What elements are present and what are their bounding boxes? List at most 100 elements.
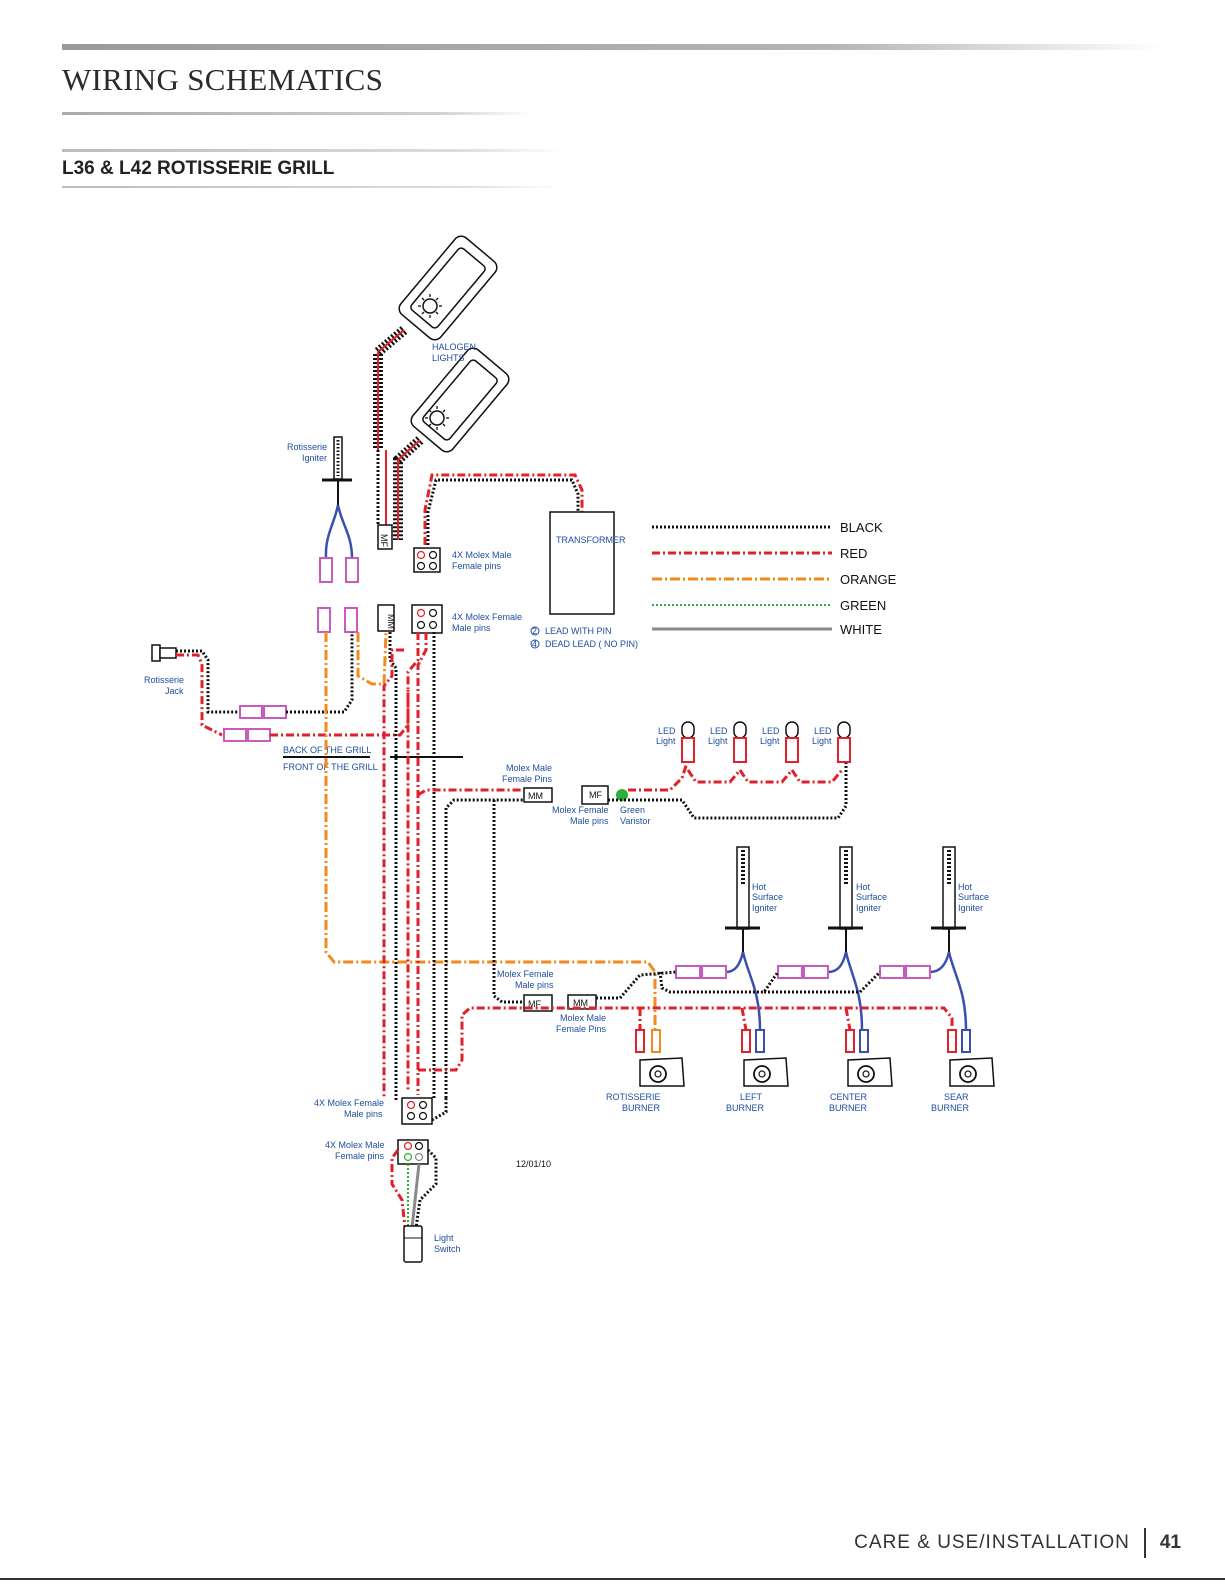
molex-4x-female-bottom	[401, 1097, 433, 1125]
svg-text:BURNER: BURNER	[622, 1103, 661, 1113]
svg-text:Male pins: Male pins	[344, 1109, 383, 1119]
igniter-connector-2	[777, 965, 829, 979]
svg-text:BURNER: BURNER	[829, 1103, 868, 1113]
center-burner	[845, 1029, 893, 1087]
svg-text:Igniter: Igniter	[302, 453, 327, 463]
dead-lead-note: DEAD LEAD ( NO PIN)	[545, 639, 638, 649]
bottom-rule	[0, 1578, 1225, 1580]
svg-text:Rotisserie: Rotisserie	[144, 675, 184, 685]
rot-mm-connector	[377, 604, 395, 632]
svg-text:Hot: Hot	[752, 882, 767, 892]
rot-igniter-terminal-b	[345, 557, 359, 583]
page-title: WIRING SCHEMATICS	[62, 62, 384, 97]
svg-text:Igniter: Igniter	[752, 903, 777, 913]
svg-text:BURNER: BURNER	[931, 1103, 970, 1113]
transformer-box	[549, 511, 615, 615]
molex-4x-female-top	[411, 604, 443, 634]
svg-text:SEAR: SEAR	[944, 1092, 969, 1102]
section-rule-top	[62, 149, 562, 152]
lead-with-pin-note: LEAD WITH PIN	[545, 626, 612, 636]
svg-text:Surface: Surface	[856, 892, 887, 902]
svg-text:Varistor: Varistor	[620, 816, 650, 826]
svg-text:LIGHTS: LIGHTS	[432, 353, 465, 363]
green-varistor	[616, 789, 628, 801]
sear-burner	[947, 1029, 995, 1087]
revision-date: 12/01/10	[516, 1159, 551, 1169]
svg-text:Hot: Hot	[856, 882, 871, 892]
legend-red: RED	[840, 546, 867, 561]
front-of-grill-label: FRONT OF THE GRILL	[283, 762, 378, 772]
svg-text:2: 2	[532, 626, 537, 636]
svg-text:BURNER: BURNER	[726, 1103, 765, 1113]
molex-mf-mid	[581, 785, 609, 805]
hot-surface-igniter-3	[931, 846, 966, 952]
svg-text:4X Molex Female: 4X Molex Female	[452, 612, 522, 622]
svg-text:Male pins: Male pins	[515, 980, 554, 990]
svg-text:LED: LED	[814, 726, 832, 736]
svg-text:MM: MM	[573, 998, 588, 1008]
rot-terminal-lower-a	[317, 607, 331, 633]
led-light-3	[785, 721, 799, 763]
svg-text:Light: Light	[760, 736, 780, 746]
svg-text:Molex Female: Molex Female	[552, 805, 609, 815]
light-switch	[403, 1225, 423, 1263]
svg-text:Molex Male: Molex Male	[560, 1013, 606, 1023]
svg-text:Light: Light	[708, 736, 728, 746]
rot-terminal-lower-b	[344, 607, 358, 633]
svg-text:Surface: Surface	[958, 892, 989, 902]
rotisserie-jack	[151, 644, 177, 662]
svg-text:LED: LED	[710, 726, 728, 736]
svg-text:Light: Light	[434, 1233, 454, 1243]
rot-igniter-terminal-a	[319, 557, 333, 583]
svg-text:MM: MM	[386, 614, 396, 629]
svg-text:Molex Male: Molex Male	[506, 763, 552, 773]
title-underline	[62, 112, 532, 115]
igniter-connector-1	[675, 965, 727, 979]
section-title: L36 & L42 ROTISSERIE GRILL	[62, 158, 335, 179]
svg-text:Male pins: Male pins	[452, 623, 491, 633]
rotisserie-burner	[635, 1029, 685, 1087]
svg-text:LED: LED	[658, 726, 676, 736]
jack-connector-b	[223, 728, 271, 742]
halogen-label: HALOGEN	[432, 342, 476, 352]
legend-black: BLACK	[840, 520, 883, 535]
svg-text:Female pins: Female pins	[452, 561, 502, 571]
halogen-mf-connector	[377, 524, 393, 550]
svg-text:Rotisserie: Rotisserie	[287, 442, 327, 452]
svg-text:ROTISSERIE: ROTISSERIE	[606, 1092, 661, 1102]
svg-text:MF: MF	[528, 999, 541, 1009]
led-light-1	[681, 721, 695, 763]
svg-text:Hot: Hot	[958, 882, 973, 892]
svg-text:Light: Light	[656, 736, 676, 746]
igniter-connector-3	[879, 965, 931, 979]
svg-text:4X Molex Male: 4X Molex Male	[325, 1140, 385, 1150]
svg-text:LED: LED	[762, 726, 780, 736]
svg-text:Female Pins: Female Pins	[502, 774, 553, 784]
section-rule-bottom	[62, 186, 562, 188]
legend-white: WHITE	[840, 622, 882, 637]
svg-text:Green: Green	[620, 805, 645, 815]
svg-text:Igniter: Igniter	[856, 903, 881, 913]
transformer-label: TRANSFORMER	[556, 535, 626, 545]
molex-4x-male-bottom	[397, 1139, 429, 1165]
svg-text:Light: Light	[812, 736, 832, 746]
svg-text:CENTER: CENTER	[830, 1092, 868, 1102]
rotisserie-igniter	[322, 436, 352, 505]
svg-text:4: 4	[532, 639, 537, 649]
svg-text:Molex Female: Molex Female	[497, 969, 554, 979]
molex-mm-low	[567, 994, 597, 1010]
led-light-4	[837, 721, 851, 763]
wire-color-legend: BLACK RED ORANGE GREEN WHITE	[652, 520, 897, 637]
footer-section: CARE & USE/INSTALLATION	[854, 1532, 1130, 1553]
footer-divider	[1143, 1528, 1146, 1558]
molex-mm-mid	[523, 787, 553, 803]
legend-green: GREEN	[840, 598, 886, 613]
svg-text:Female pins: Female pins	[335, 1151, 385, 1161]
hot-surface-igniter-1	[725, 846, 760, 952]
page-number: 41	[1159, 1532, 1181, 1553]
svg-text:LEFT: LEFT	[740, 1092, 763, 1102]
legend-orange: ORANGE	[840, 572, 897, 587]
svg-text:4X Molex Female: 4X Molex Female	[314, 1098, 384, 1108]
svg-text:Jack: Jack	[165, 686, 184, 696]
